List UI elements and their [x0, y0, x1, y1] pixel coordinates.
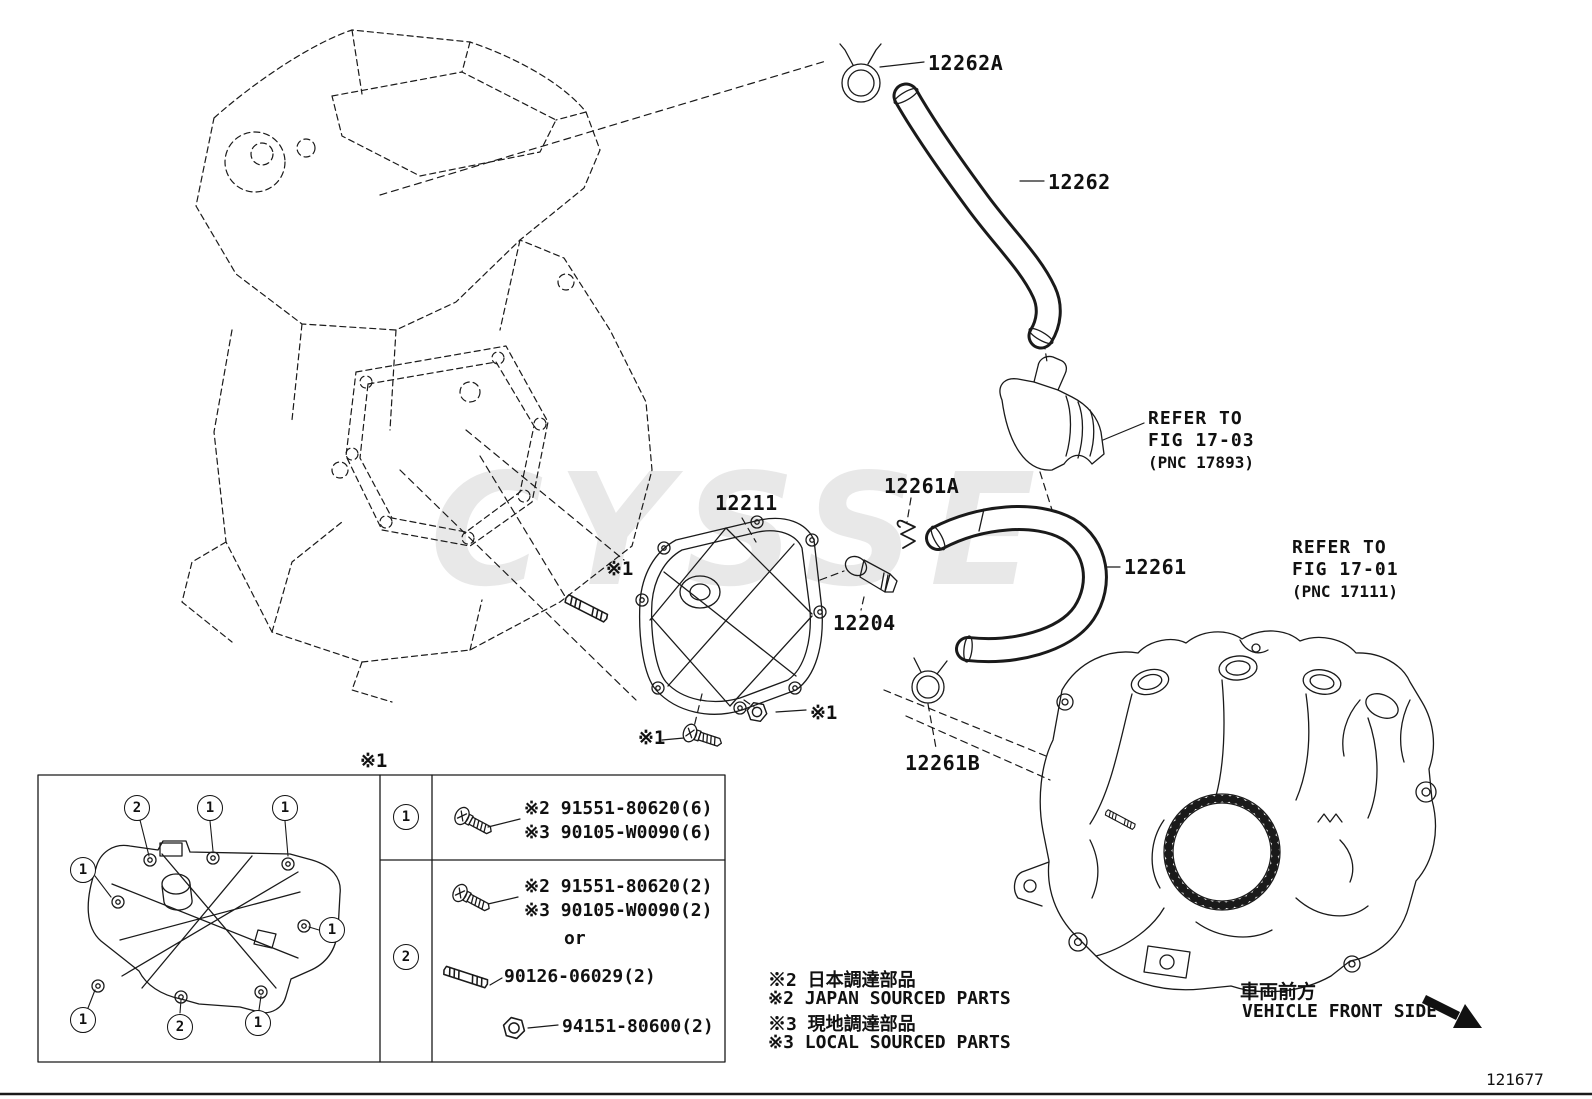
vehicle-front-arrow	[1422, 995, 1482, 1028]
ref-fig-17-03-line2: FIG 17-03	[1148, 430, 1255, 451]
legend-jp-2: ※2 日本調達部品	[768, 970, 916, 991]
fastener-table-frame	[37, 774, 726, 1063]
table-row1-callout: 1	[393, 804, 419, 830]
legend-en-2: ※2 JAPAN SOURCED PARTS	[768, 988, 1011, 1009]
callout-1: 1	[319, 917, 345, 943]
table-row2-part2: ※3 90105-W0090(2)	[524, 900, 713, 921]
callout-2: 2	[124, 795, 150, 821]
drawing-number: 121677	[1486, 1070, 1544, 1089]
vehicle-front-label-jp: 車両前方	[1240, 981, 1317, 1003]
legend-en-3: ※3 LOCAL SOURCED PARTS	[768, 1032, 1011, 1053]
ref-fig-17-03-line3: (PNC 17893)	[1148, 453, 1254, 472]
table-row2-callout: 2	[393, 944, 419, 970]
table-row2-alt2: 94151-80600(2)	[562, 1016, 714, 1037]
vehicle-front-label-en: VEHICLE FRONT SIDE	[1242, 1001, 1438, 1022]
part-label-12204[interactable]: 12204	[833, 611, 896, 635]
callout-1: 1	[272, 795, 298, 821]
table-row2-alt1: 90126-06029(2)	[504, 966, 656, 987]
part-label-12261B[interactable]: 12261B	[905, 751, 981, 775]
callout-1: 1	[245, 1010, 271, 1036]
table-row1-part1: ※2 91551-80620(6)	[524, 798, 713, 819]
intake-manifold-drawing	[1013, 630, 1437, 993]
ventilation-case-12211-drawing	[635, 515, 827, 715]
note1-marker-bolt: ※1	[638, 727, 666, 749]
table-row2-or: or	[564, 928, 586, 949]
leader-lines-dashed	[379, 60, 1054, 781]
ref-fig-17-01-line2: FIG 17-01	[1292, 559, 1399, 580]
table-row2-part1: ※2 91551-80620(2)	[524, 876, 713, 897]
leader-lines-solid	[487, 61, 1145, 1029]
ref-fig-17-01-line1: REFER TO	[1292, 537, 1387, 558]
ref-fig-17-03-line1: REFER TO	[1148, 408, 1243, 429]
callout-1: 1	[70, 857, 96, 883]
part-label-12211[interactable]: 12211	[715, 491, 778, 515]
part-label-12261A[interactable]: 12261A	[884, 474, 960, 498]
legend-jp-3: ※3 現地調達部品	[768, 1014, 916, 1035]
clamp-12262A-drawing	[839, 43, 882, 103]
callout-1: 1	[197, 795, 223, 821]
engine-assembly-drawing	[181, 29, 653, 703]
clamp-12261B-drawing	[911, 657, 948, 704]
pcv-elbow-17893-drawing	[999, 355, 1105, 471]
note1-marker-nut: ※1	[810, 702, 838, 724]
callout-2: 2	[167, 1014, 193, 1040]
hose-12262-drawing	[892, 82, 1062, 350]
part-label-12261[interactable]: 12261	[1124, 555, 1187, 579]
part-label-12262A[interactable]: 12262A	[928, 51, 1004, 75]
ref-fig-17-01-line3: (PNC 17111)	[1292, 582, 1398, 601]
clip-12261A-drawing	[896, 519, 916, 549]
cover-detail-drawing	[87, 819, 341, 1014]
valve-12204-drawing	[844, 555, 898, 593]
note1-marker-panel: ※1	[360, 750, 388, 772]
note1-marker-stud: ※1	[606, 558, 634, 580]
part-label-12262[interactable]: 12262	[1048, 170, 1111, 194]
hose-12261-drawing	[925, 505, 1108, 664]
table-row1-part2: ※3 90105-W0090(6)	[524, 822, 713, 843]
callout-1: 1	[70, 1007, 96, 1033]
